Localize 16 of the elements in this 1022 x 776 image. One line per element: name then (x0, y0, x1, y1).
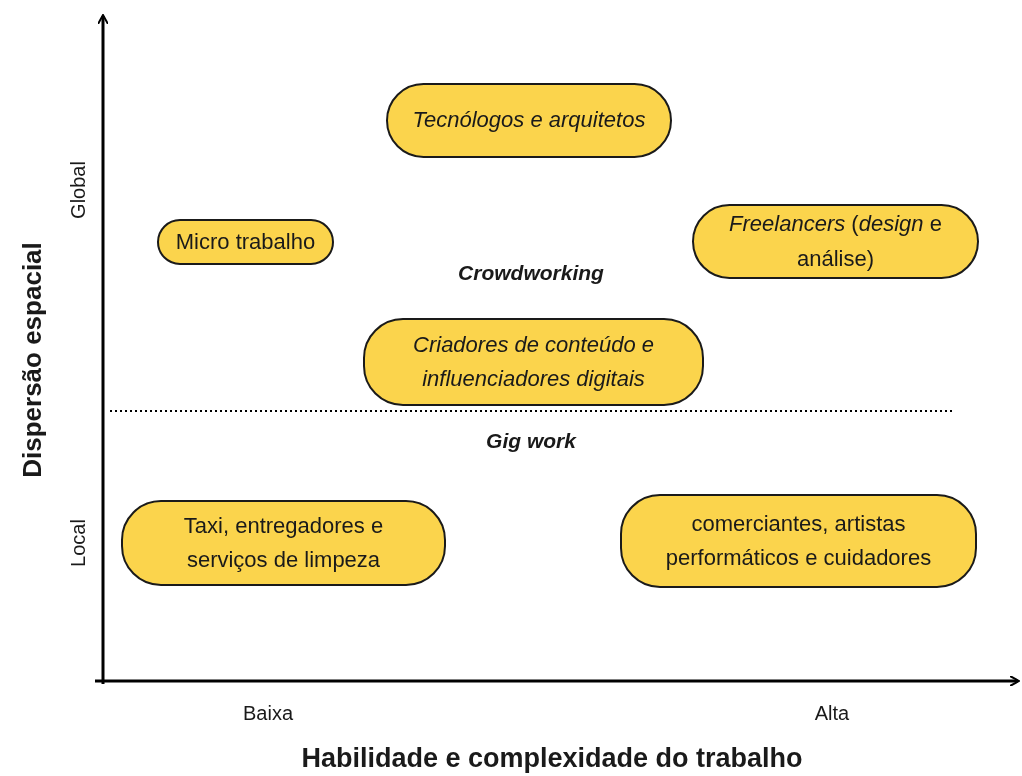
node-text: Freelancers (design e análise) (728, 210, 943, 273)
node-text: Micro trabalho (175, 227, 316, 256)
axis-title: Dispersão espacial (16, 242, 48, 478)
axis-tick-label: Global (66, 161, 90, 219)
node-text: Criadores de conteúdo e influenciadores digitais (412, 330, 655, 393)
region-label: Gig work (486, 429, 576, 453)
node-text: comerciantes, artistas performáticos e cuidadores (664, 509, 933, 572)
region-label: Crowdworking (458, 261, 604, 285)
pill-box (157, 219, 334, 265)
node-text: Tecnólogos e arquitetos (412, 106, 646, 135)
pill-box (620, 494, 977, 588)
axis-tick-label: Baixa (243, 701, 293, 725)
axis-tick-label: Local (66, 519, 90, 567)
axis-title: Habilidade e complexidade do trabalho (301, 742, 803, 774)
axis-tick-label: Alta (814, 701, 850, 725)
node-text: Taxi, entregadores e serviços de limpeza (182, 511, 385, 574)
